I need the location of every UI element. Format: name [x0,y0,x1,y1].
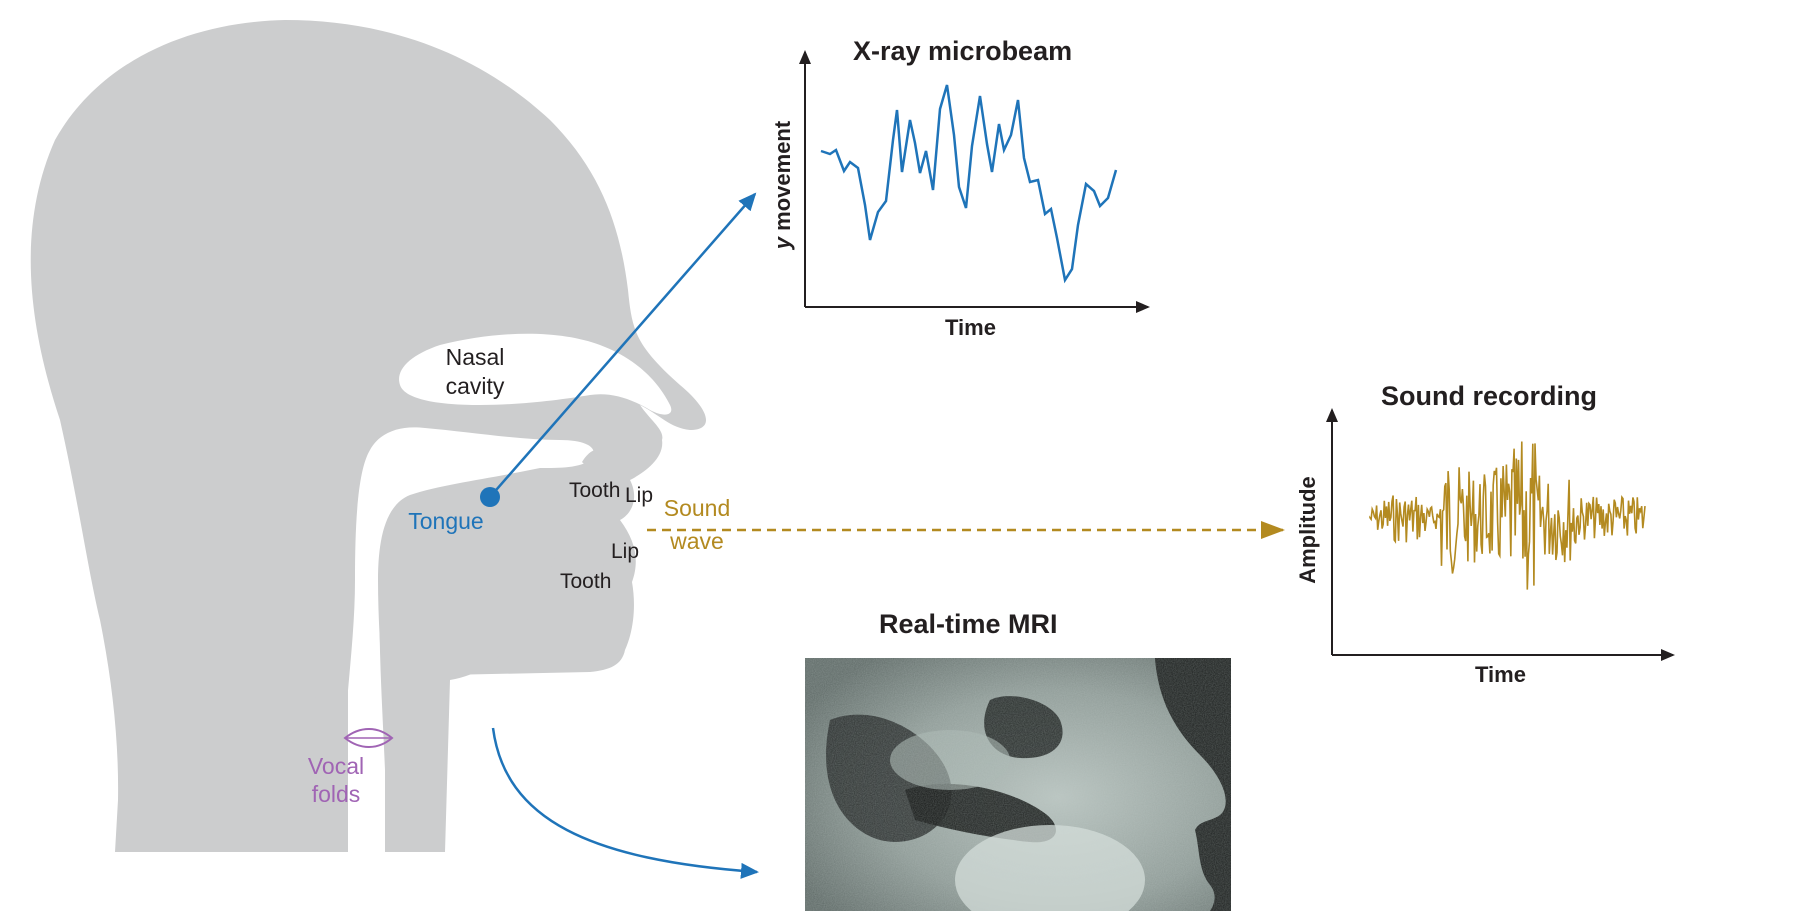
lower-tooth-label: Tooth [560,570,612,593]
mri-title: Real-time MRI [879,609,1058,639]
upper-lip-label: Lip [625,484,654,507]
tongue-shape [379,493,589,852]
upper-tooth-label: Tooth [569,479,621,502]
sound-wave-label: Sound wave [664,492,731,558]
nasal-cavity-line-1: Nasal [445,344,505,370]
xray-title: X-ray microbeam [853,36,1073,66]
sound-wave-line-1: Sound [663,495,731,521]
larynx-column [315,661,348,852]
sound-title: Sound recording [1381,381,1597,411]
head-to-mri-arrow [491,727,759,879]
tongue-dot [480,487,500,507]
nasal-cavity-shape [399,333,672,415]
head-outline [30,20,707,852]
tongue-to-xray-arrow [489,192,757,498]
lower-tooth-shape [545,555,605,598]
sound-waveform [1369,441,1646,590]
vocal-folds-label: Vocal folds [308,752,364,808]
vocal-folds-line-2: folds [311,781,361,807]
lower-lip-label: Lip [611,540,640,563]
tongue-label: Tongue [408,508,484,534]
xray-ylabel-italic: y [770,236,795,250]
xray-xlabel: Time [945,315,996,340]
upper-tooth-shape [582,448,616,480]
xray-trace [820,84,1118,284]
xray-ylabel-rest: movement [770,120,795,237]
xray-ylabel: y movement [770,120,795,250]
nasal-cavity-label: Nasal cavity [446,343,505,401]
oral-cavity-shape [340,427,594,852]
vocal-folds-line-1: Vocal [307,753,365,779]
sound-ylabel: Amplitude [1295,476,1320,584]
sound-wave-line-2: wave [670,528,724,554]
nasal-cavity-line-2: cavity [445,373,505,399]
sound-xlabel: Time [1475,662,1526,687]
